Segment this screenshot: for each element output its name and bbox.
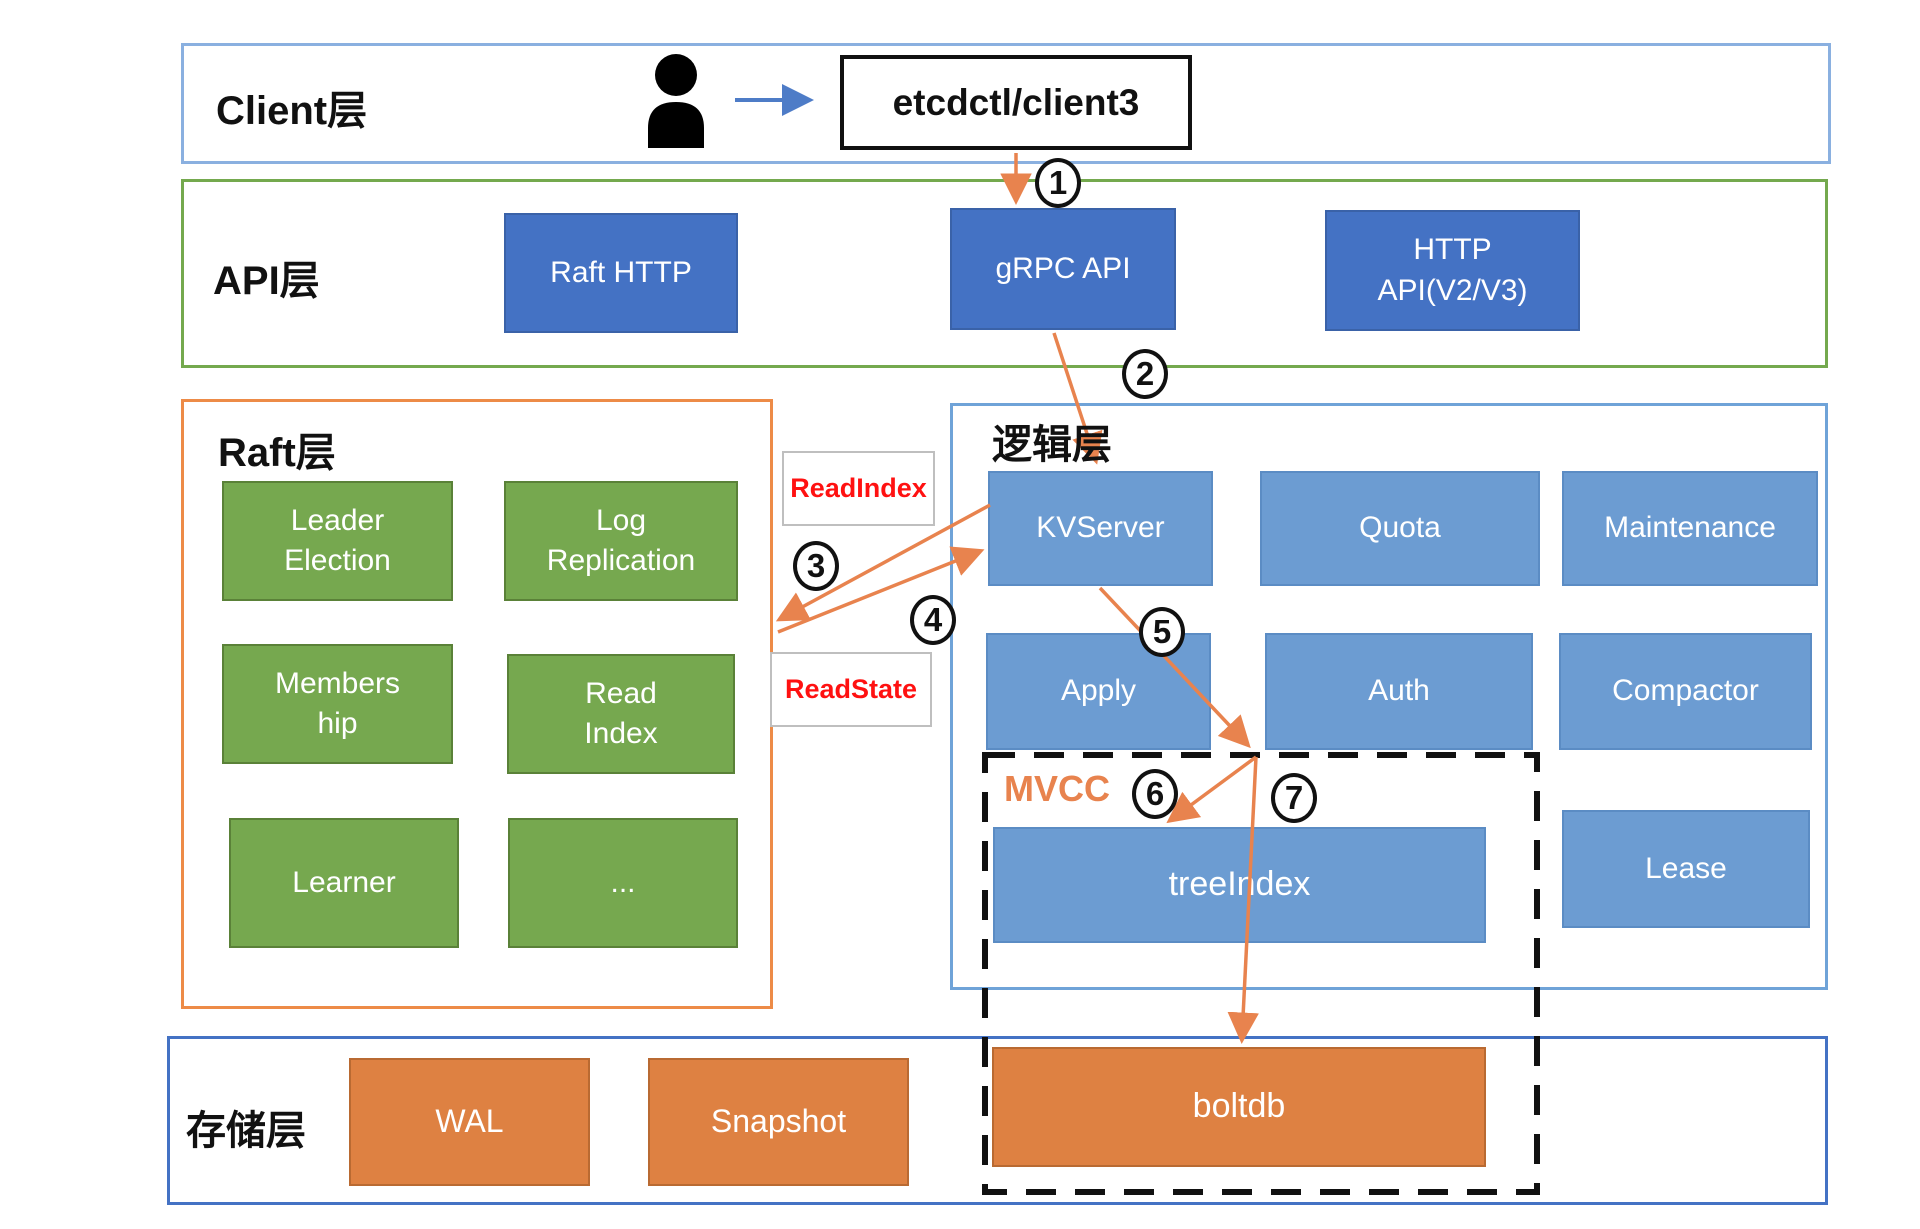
lease-box: Lease [1562, 810, 1810, 928]
http-api-box: HTTP API(V2/V3) [1325, 210, 1580, 331]
readindex-annotation: ReadIndex [782, 451, 935, 526]
client-layer-title: Client层 [216, 89, 368, 133]
step-circle-2: 2 [1122, 349, 1168, 399]
step-circle-1: 1 [1035, 158, 1081, 208]
read-index-box: Read Index [507, 654, 735, 774]
wal-box: WAL [349, 1058, 590, 1186]
step-circle-4: 4 [910, 595, 956, 645]
kvserver-box: KVServer [988, 471, 1213, 586]
treeindex-box: treeIndex [993, 827, 1486, 943]
mvcc-label: MVCC [1004, 768, 1110, 809]
snapshot-box: Snapshot [648, 1058, 909, 1186]
user-icon [648, 54, 704, 148]
log-replication-box: Log Replication [504, 481, 738, 601]
learner-box: Learner [229, 818, 459, 948]
raft-layer-title: Raft层 [218, 431, 336, 475]
compactor-box: Compactor [1559, 633, 1812, 750]
step-circle-6: 6 [1132, 769, 1178, 819]
auth-box: Auth [1265, 633, 1533, 750]
readstate-annotation: ReadState [770, 652, 932, 727]
boltdb-box: boltdb [992, 1047, 1486, 1167]
raft-more-box: ... [508, 818, 738, 948]
maintenance-box: Maintenance [1562, 471, 1818, 586]
step-circle-5: 5 [1139, 607, 1185, 657]
api-layer-title: API层 [213, 259, 320, 303]
logic-layer-title: 逻辑层 [992, 423, 1112, 467]
grpc-api-box: gRPC API [950, 208, 1176, 330]
step-circle-7: 7 [1271, 773, 1317, 823]
raft-http-box: Raft HTTP [504, 213, 738, 333]
storage-layer-title: 存储层 [186, 1109, 306, 1153]
leader-election-box: Leader Election [222, 481, 453, 601]
step-circle-3: 3 [793, 541, 839, 591]
etcdctl-client3-box: etcdctl/client3 [840, 55, 1192, 150]
membership-box: Members hip [222, 644, 453, 764]
quota-box: Quota [1260, 471, 1540, 586]
